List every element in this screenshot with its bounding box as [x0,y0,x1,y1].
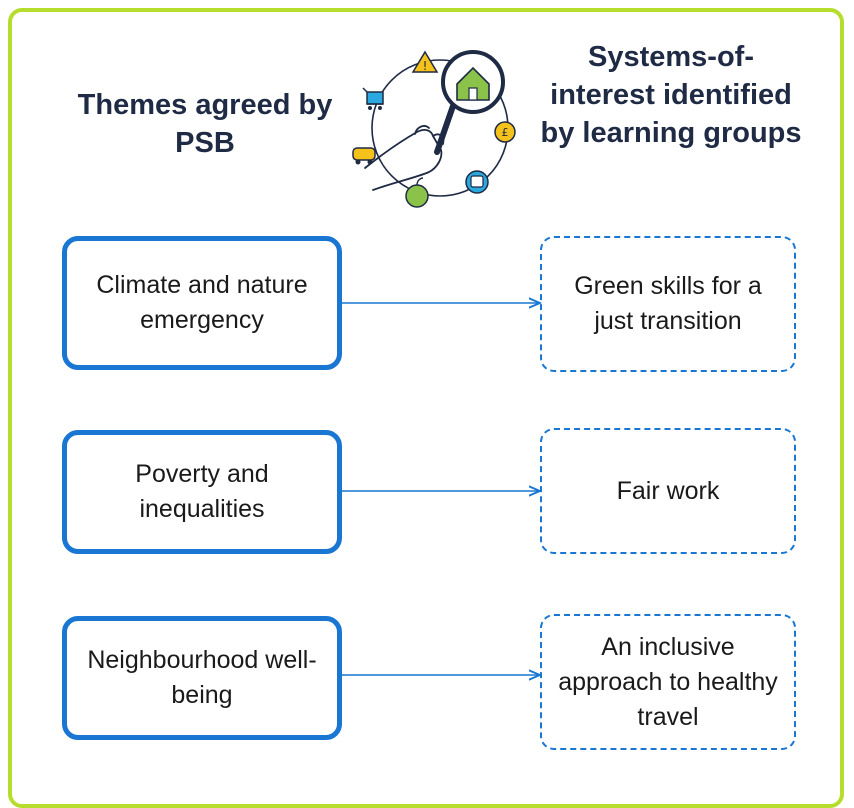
theme-box-poverty: Poverty and inequalities [62,430,342,554]
theme-label: Neighbourhood well-being [87,646,317,709]
warning-sign-icon: ! [411,50,439,73]
car-icon [352,147,376,165]
shopping-cart-icon [362,87,384,110]
systems-heading: Systems-of-interest identified by learni… [540,41,802,149]
house-icon [456,66,490,101]
hand-icon [364,125,445,191]
system-box-green-skills: Green skills for a just transition [540,236,796,372]
theme-label: Poverty and inequalities [135,460,269,523]
theme-box-climate: Climate and nature emergency [62,236,342,370]
system-label: Fair work [616,476,720,505]
system-label: Green skills for a just transition [574,272,762,335]
coin-icon: £ [494,121,516,143]
svg-text:!: ! [423,59,428,73]
theme-box-neighbourhood: Neighbourhood well-being [62,616,342,740]
illustration: ! £ [352,50,516,208]
system-box-healthy-travel: An inclusive approach to healthy travel [540,614,796,750]
themes-heading: Themes agreed by PSB [77,89,333,159]
apple-icon [405,177,429,208]
system-label: An inclusive approach to healthy travel [558,632,778,731]
system-box-fair-work: Fair work [540,428,796,554]
magnifying-glass-icon [434,50,505,155]
svg-text:£: £ [502,126,509,139]
bus-icon [465,170,489,194]
theme-label: Climate and nature emergency [96,271,308,334]
